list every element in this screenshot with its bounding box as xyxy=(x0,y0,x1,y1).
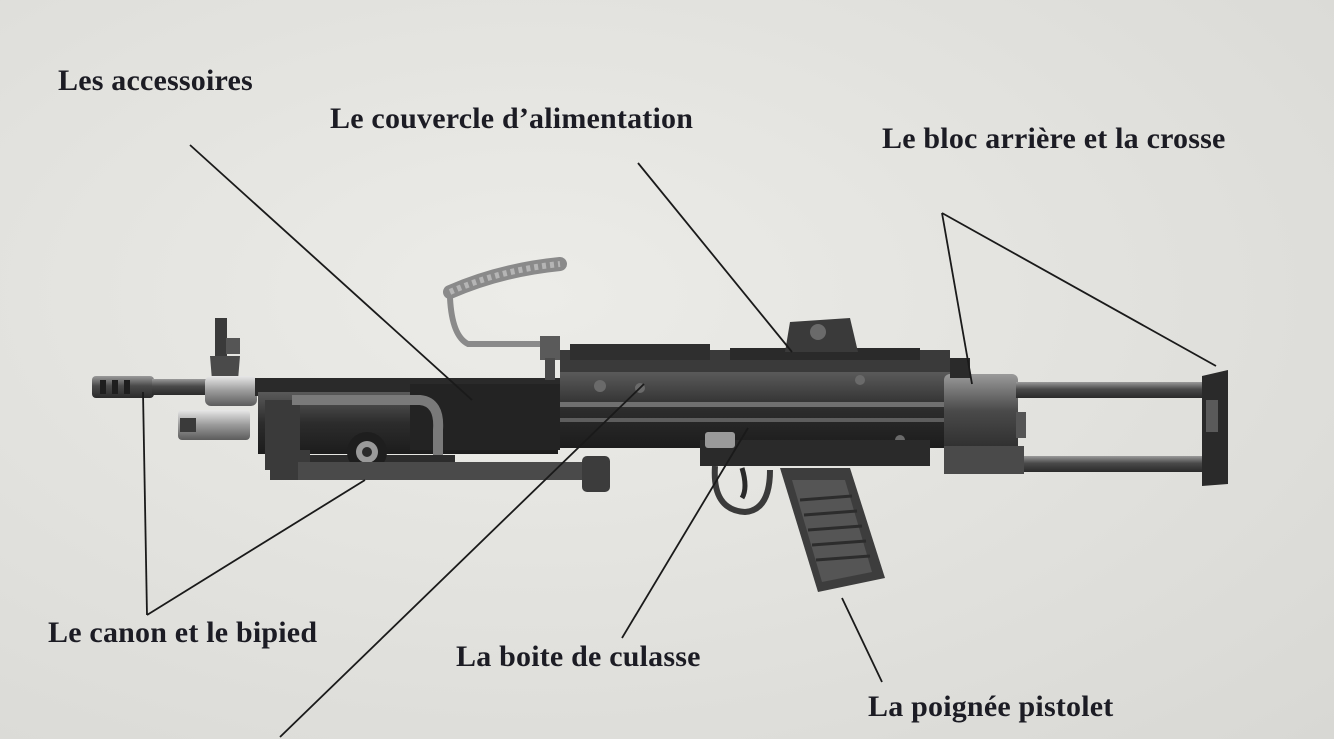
handguard xyxy=(255,378,610,492)
receiver-body xyxy=(560,344,950,466)
label-pistol-grip: La poignée pistolet xyxy=(868,692,1113,722)
muzzle xyxy=(92,376,208,398)
label-barrel-bipod: Le canon et le bipied xyxy=(48,618,317,648)
label-accessories: Les accessoires xyxy=(58,66,253,96)
label-rear-block-stock: Le bloc arrière et la crosse xyxy=(882,124,1226,154)
label-feed-cover: Le couvercle d’alimentation xyxy=(330,104,693,134)
label-receiver: La boite de culasse xyxy=(456,642,701,672)
